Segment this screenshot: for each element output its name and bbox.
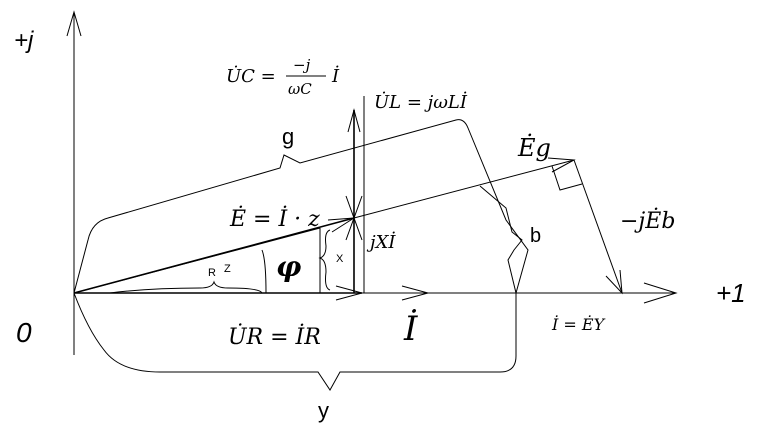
- ul-arrowhead: [347, 108, 361, 133]
- voltage-c-numerator: −j: [293, 56, 311, 74]
- real-axis-label: +1: [716, 278, 746, 308]
- r-brace: [109, 280, 263, 294]
- reactive-drop-label: jXİ: [366, 230, 396, 253]
- imaginary-axis-arrow: [66, 10, 82, 37]
- phi-label: φ: [276, 250, 302, 283]
- phi-arc: [261, 249, 267, 294]
- eg-arrowhead: [547, 157, 576, 173]
- real-axis-arrow: [643, 282, 678, 304]
- current-phasor: [74, 285, 430, 301]
- emf-label: Ė = İ · z: [229, 205, 320, 232]
- voltage-r-label: U̇R = İR: [228, 323, 321, 350]
- b-brace: [479, 185, 523, 294]
- g-label: g: [282, 124, 294, 149]
- current-label: İ: [403, 309, 418, 349]
- current-arrowhead: [401, 285, 430, 301]
- imag-axis-label: +j: [14, 27, 34, 54]
- z-label: Z: [224, 263, 231, 275]
- voltage-c-lhs: U̇C =: [226, 65, 276, 87]
- x-label: X: [336, 253, 344, 265]
- uc-phasor: [345, 96, 365, 293]
- voltage-c-rhs: İ: [331, 64, 340, 87]
- jeb-phasor: [573, 159, 623, 295]
- jeb-vector: [573, 159, 623, 294]
- voltage-l-label: U̇L = jωLİ: [374, 90, 468, 113]
- eg-phasor: [353, 157, 583, 219]
- eg-vector: [353, 159, 575, 219]
- axes: [66, 10, 678, 355]
- y-label: y: [318, 398, 329, 423]
- ur-arrowhead: [335, 285, 364, 301]
- ul-phasor: [347, 108, 361, 293]
- z-vector: [73, 227, 321, 294]
- eg-label: Ėg: [517, 133, 551, 162]
- jeb-arrowhead: [605, 269, 623, 295]
- right-angle-mark: [551, 165, 583, 191]
- jeb-label: −jĖb: [620, 207, 675, 234]
- y-brace: [73, 292, 517, 391]
- r-label: R: [208, 267, 216, 279]
- b-label: b: [530, 225, 541, 247]
- x-brace: [318, 229, 331, 291]
- g-brace: [73, 119, 529, 294]
- voltage-c-denominator: ωC: [288, 80, 312, 98]
- origin-label: 0: [16, 317, 32, 348]
- i-ey-label: İ = ĖY: [551, 314, 606, 334]
